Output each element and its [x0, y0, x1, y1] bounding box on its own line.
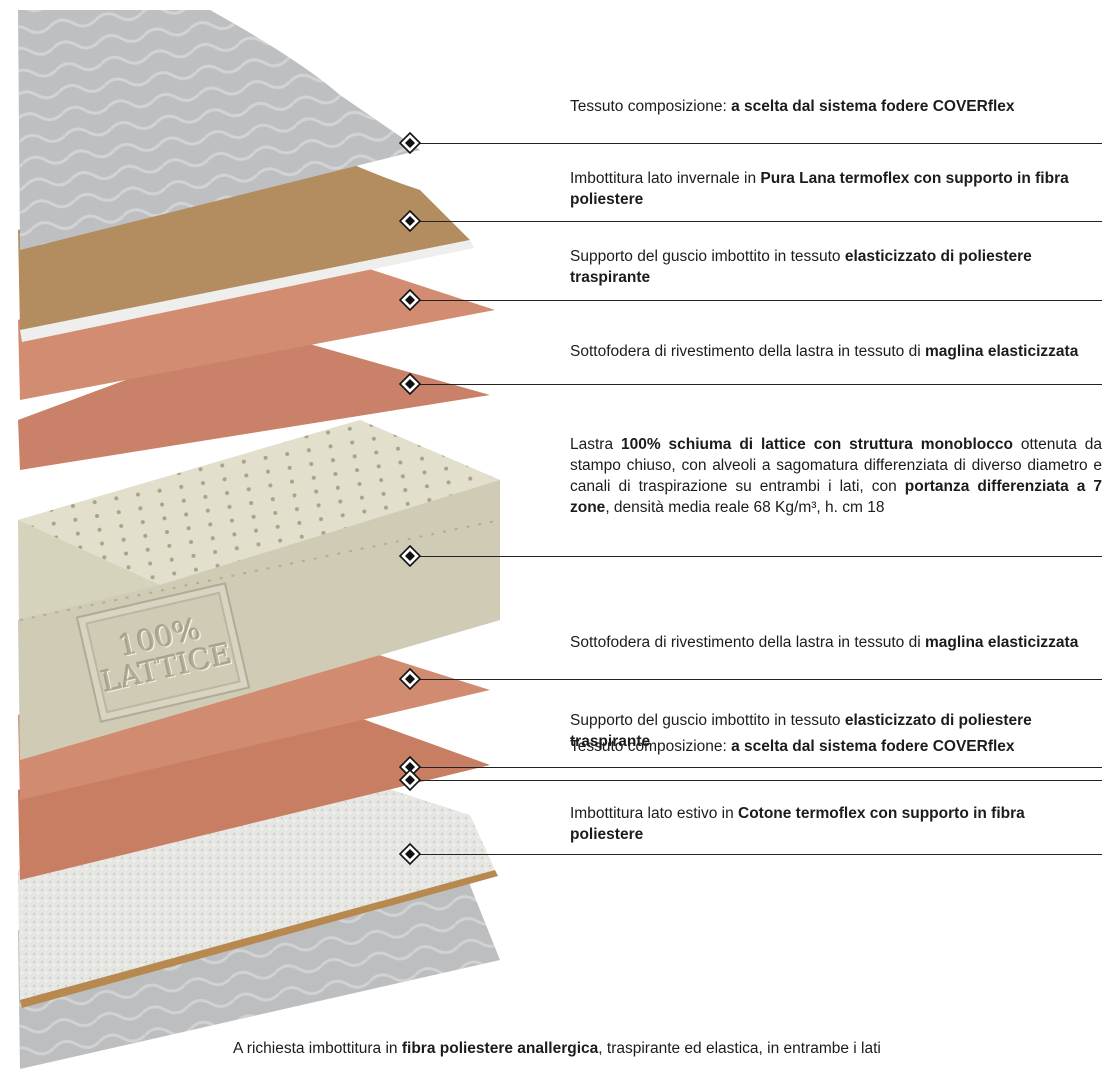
undercover-top-layer: [18, 330, 490, 470]
label-undercover-bottom-segment: Sottofodera di rivestimento della lastra…: [570, 634, 925, 651]
leader-line: [420, 679, 1102, 681]
label-shell-support-top-segment: elasticizzato di poliestere traspirante: [570, 248, 1032, 286]
diamond-marker-icon: [399, 373, 421, 395]
label-undercover-top-segment: maglina elasticizzata: [924, 343, 1079, 360]
diamond-marker-icon: [399, 843, 421, 865]
diamond-marker-icon: [399, 668, 421, 690]
label-summer-padding-segment: Cotone termoflex con supporto in fibra p…: [570, 805, 1025, 843]
label-summer-padding-segment: Imbottitura lato estivo in: [570, 805, 738, 822]
label-latex-core-segment: ottenuta da stampo chiuso, con alveoli a…: [570, 436, 1103, 495]
label-undercover-top: Sottofodera di rivestimento della lastra…: [570, 341, 1102, 362]
leader-line: [420, 221, 1102, 223]
leader-line: [420, 143, 1102, 145]
wool-padding-layer: [18, 140, 470, 330]
footnote-segment: A richiesta imbottitura in: [233, 1040, 402, 1057]
footnote: A richiesta imbottitura in fibra poliest…: [233, 1040, 881, 1058]
leader-line: [420, 300, 1102, 302]
diamond-marker-icon: [399, 210, 421, 232]
label-cover-top-segment: Tessuto composizione:: [570, 98, 732, 115]
undercover-bottom-layer: [18, 630, 490, 800]
diamond-marker-icon: [399, 132, 421, 154]
label-shell-support-bottom: Supporto del guscio imbottito in tessuto…: [570, 710, 1102, 752]
label-winter-padding-segment: Imbottitura lato invernale in: [570, 170, 761, 187]
leader-line: [420, 556, 1102, 558]
label-shell-support-bottom-segment: elasticizzato di poliestere traspirante: [570, 712, 1032, 750]
footnote-segment: , traspirante ed elastica, in entrambe i…: [598, 1040, 881, 1057]
label-cover-bottom: Tessuto composizione: a scelta dal siste…: [570, 736, 1102, 757]
leader-line: [420, 767, 1102, 769]
label-cover-bottom-segment: a scelta dal sistema fodere COVERflex: [731, 738, 1015, 755]
label-shell-support-top: Supporto del guscio imbottito in tessuto…: [570, 246, 1102, 288]
leader-line: [420, 780, 1102, 782]
shell-support-top-layer: [18, 230, 495, 400]
footnote-segment: fibra poliestere anallergica: [401, 1040, 599, 1057]
label-winter-padding: Imbottitura lato invernale in Pura Lana …: [570, 168, 1102, 210]
diamond-marker-icon: [399, 769, 421, 791]
label-winter-padding-segment: Pura Lana termoflex con supporto in fibr…: [570, 170, 1069, 208]
shell-support-bottom-layer: [18, 700, 490, 880]
label-shell-support-top-segment: Supporto del guscio imbottito in tessuto: [570, 248, 845, 265]
label-cover-bottom-segment: Tessuto composizione:: [570, 738, 732, 755]
label-shell-support-bottom-segment: Supporto del guscio imbottito in tessuto: [570, 712, 845, 729]
label-undercover-top-segment: Sottofodera di rivestimento della lastra…: [570, 343, 925, 360]
diamond-marker-icon: [399, 289, 421, 311]
leader-line: [420, 854, 1102, 856]
leader-line: [420, 384, 1102, 386]
diamond-marker-icon: [399, 545, 421, 567]
label-undercover-bottom: Sottofodera di rivestimento della lastra…: [570, 632, 1102, 653]
label-undercover-bottom-segment: maglina elasticizzata: [924, 634, 1079, 651]
label-cover-top-segment: a scelta dal sistema fodere COVERflex: [731, 98, 1015, 115]
label-latex-core-segment: , densità media reale 68 Kg/m³, h. cm 18: [605, 499, 885, 516]
label-cover-top: Tessuto composizione: a scelta dal siste…: [570, 96, 1102, 117]
label-latex-core: Lastra 100% schiuma di lattice con strut…: [570, 434, 1102, 518]
label-latex-core-segment: portanza differenziata a 7 zone: [570, 478, 1102, 516]
label-summer-padding: Imbottitura lato estivo in Cotone termof…: [570, 803, 1102, 845]
label-latex-core-segment: 100% schiuma di lattice con struttura mo…: [620, 436, 1013, 453]
label-latex-core-segment: Lastra: [570, 436, 621, 453]
